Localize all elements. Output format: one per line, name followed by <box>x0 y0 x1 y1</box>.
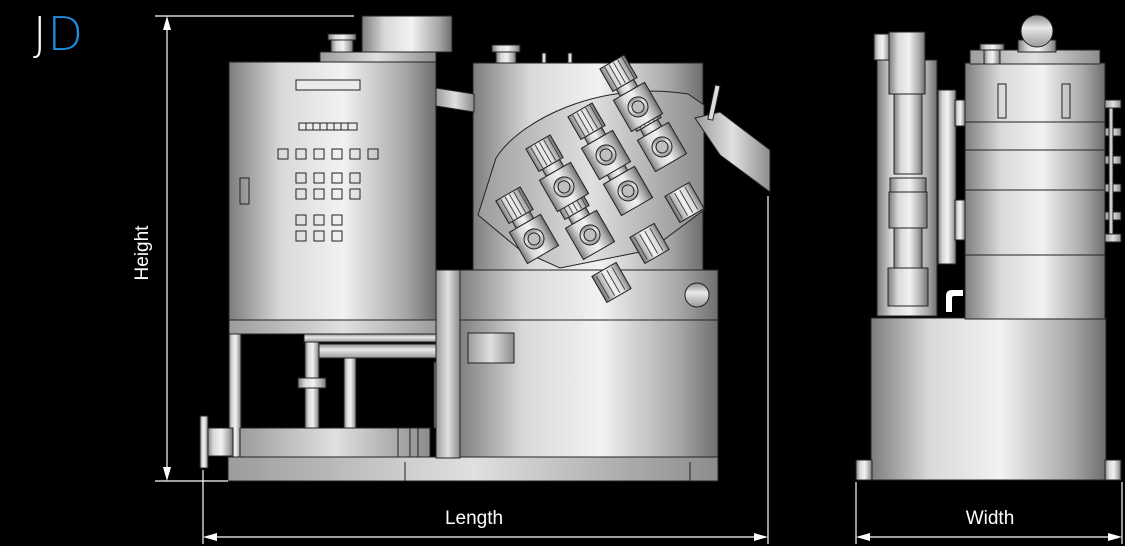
control-panel <box>239 79 379 242</box>
inspection-window <box>467 332 515 364</box>
length-label: Length <box>445 508 503 529</box>
hopper-box <box>361 15 453 53</box>
side-dome <box>1020 14 1054 48</box>
logo-letter-j: J <box>33 7 48 61</box>
feed-chute <box>435 87 475 113</box>
spray-units <box>491 52 705 304</box>
gauge-icon <box>684 282 710 308</box>
front-view <box>199 15 771 482</box>
lower-tank <box>239 427 431 458</box>
dimension-lines <box>155 15 1123 544</box>
brand-logo: JD <box>33 6 84 62</box>
outlet-flange <box>206 427 234 457</box>
side-view <box>855 14 1122 481</box>
logo-letter-d: D <box>47 7 84 61</box>
side-upper-body <box>964 62 1106 320</box>
front-base-plate <box>227 456 719 482</box>
side-base-body <box>870 317 1107 481</box>
width-label: Width <box>966 508 1015 529</box>
side-spray-rack <box>1104 99 1122 243</box>
discharge-chute <box>694 111 771 193</box>
height-label: Height <box>132 225 153 281</box>
